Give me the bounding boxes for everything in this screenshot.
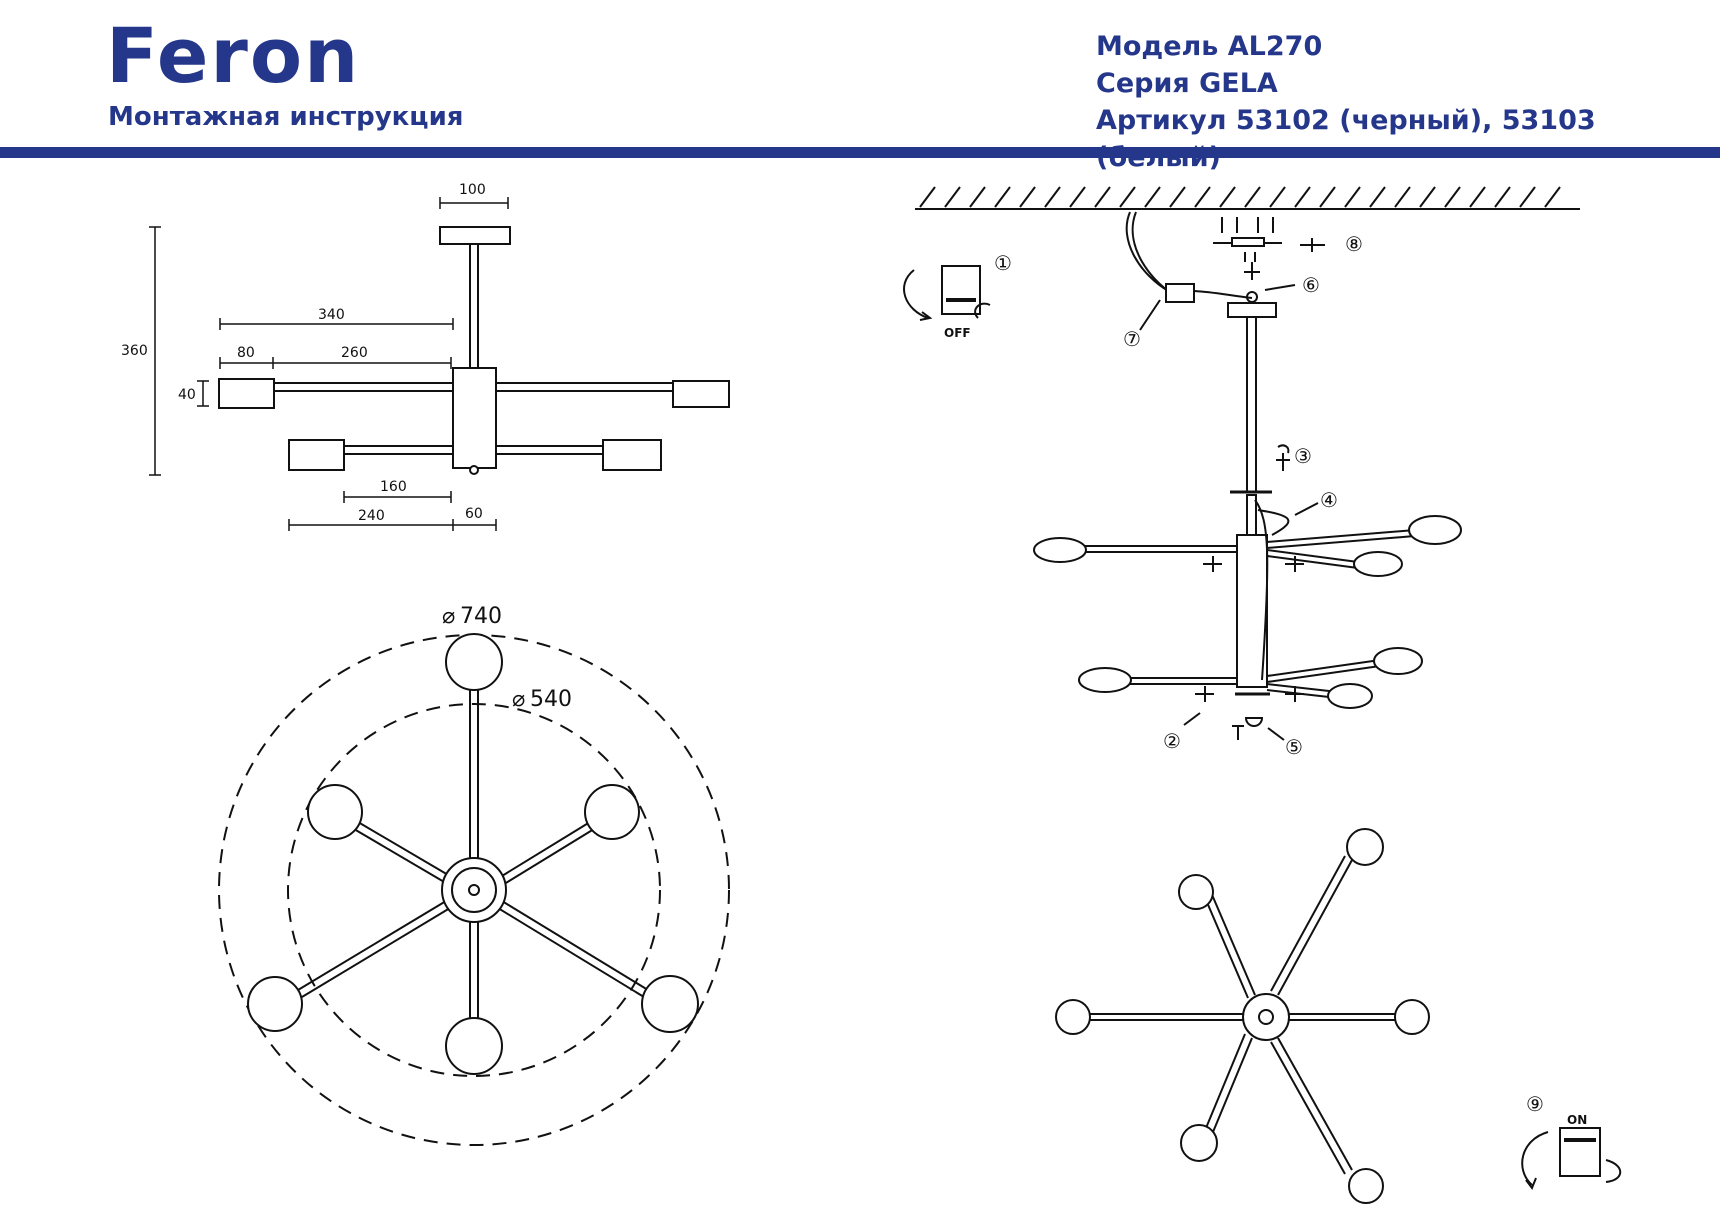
step-2-label: ② (1163, 729, 1181, 753)
dim-shade-height-label: 40 (178, 387, 196, 403)
outer-diameter-label: 740 (460, 604, 502, 629)
step-9-label: ⑨ (1526, 1092, 1544, 1116)
dim-upper-arm-label: 340 (318, 307, 345, 323)
ceiling-hatch (915, 186, 1580, 210)
document-subtitle: Монтажная инструкция (108, 102, 464, 132)
switch-on-label: ON (1567, 1113, 1587, 1127)
step-7-label: ⑦ (1123, 327, 1141, 351)
step-5-label: ⑤ (1285, 735, 1303, 759)
inner-diameter-label: 540 (530, 687, 572, 712)
dimension-lines (149, 197, 509, 531)
dim-body-label: 60 (465, 506, 483, 522)
dim-shade-length-label: 80 (237, 345, 255, 361)
step-8-label: ⑧ (1345, 232, 1363, 256)
step-6-label: ⑥ (1302, 273, 1320, 297)
dim-height-label: 360 (121, 343, 148, 359)
model-line: Модель AL270 (1096, 31, 1323, 62)
top-view-drawing (218, 633, 730, 1146)
dim-canopy-label: 100 (459, 182, 486, 198)
diameter-symbol-inner: ⌀ (512, 687, 525, 712)
series-line: Серия GELA (1096, 68, 1278, 99)
step-4-label: ④ (1320, 488, 1338, 512)
dimension-labels: 100 360 340 80 260 40 160 240 60 (121, 182, 486, 524)
step-3-label: ③ (1294, 444, 1312, 468)
top-view-labels: ⌀ 740 ⌀ 540 (442, 604, 572, 712)
diameter-symbol-outer: ⌀ (442, 604, 455, 629)
dim-lower-arm-label: 240 (358, 508, 385, 524)
switch-labels: OFF ON (944, 326, 1587, 1127)
header-rule (0, 147, 1720, 158)
side-view-drawing (218, 226, 730, 475)
dim-rod-label: 260 (341, 345, 368, 361)
dim-lower-rod-label: 160 (380, 479, 407, 495)
step-numbers: ① ② ③ ④ ⑤ ⑥ ⑦ ⑧ ⑨ (994, 232, 1544, 1116)
install-drawing (903, 211, 1622, 1191)
switch-off-label: OFF (944, 326, 971, 340)
brand-logo: Feron (106, 11, 361, 100)
step-1-label: ① (994, 251, 1012, 275)
install-top-view (1055, 828, 1430, 1204)
